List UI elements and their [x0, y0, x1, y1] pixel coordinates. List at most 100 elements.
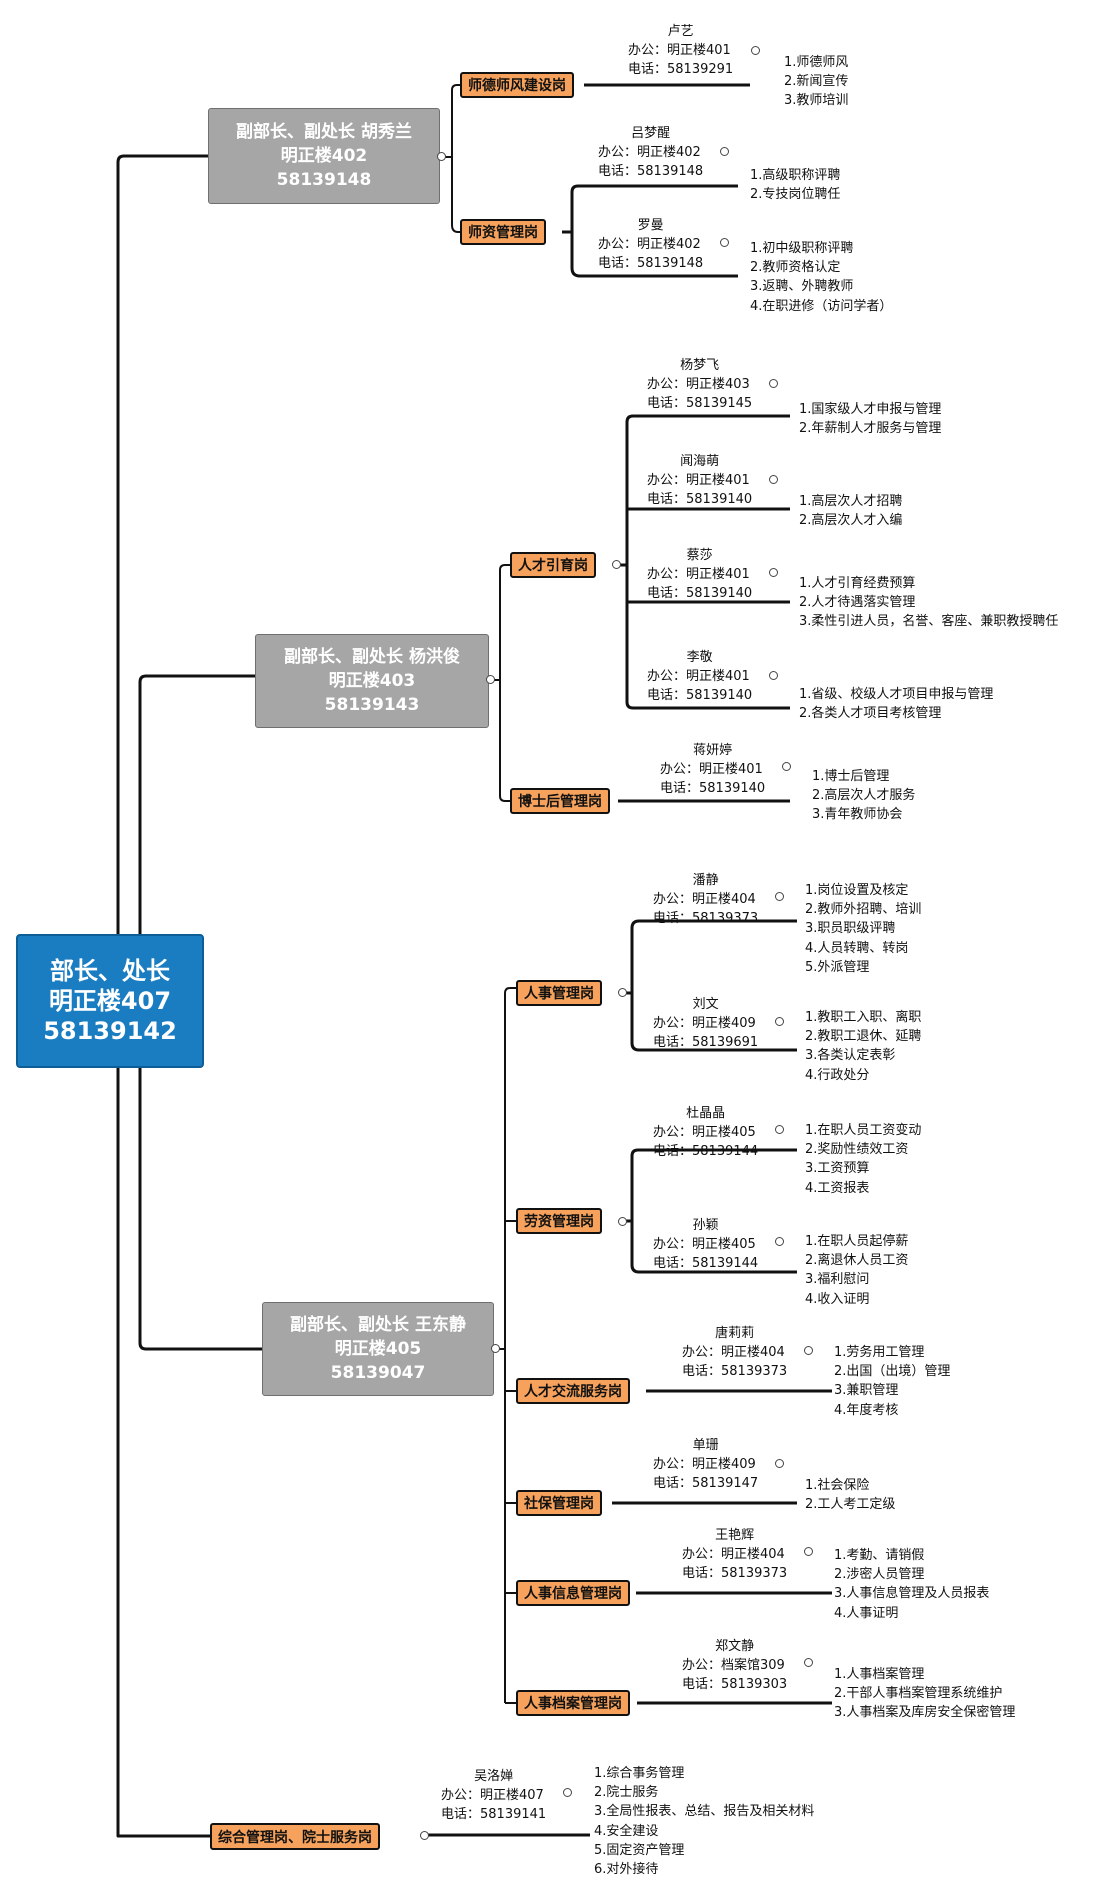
duty-item: 1.教职工入职、离职: [805, 1010, 922, 1025]
person-phone: 电话：58139144: [653, 1256, 759, 1271]
post-laozi: 劳资管理岗: [516, 1208, 602, 1234]
deputy-title: 副部长、副处长 王东静: [290, 1315, 466, 1335]
duty-item: 4.年度考核: [834, 1402, 899, 1418]
duty-item: 3.工资预算: [805, 1161, 870, 1177]
person-office: 办公：明正楼404: [682, 1547, 785, 1562]
duty-list-luoman: 1.初中级职称评聘 2.教师资格认定 3.返聘、外聘教师 4.在职进修（访问学者…: [750, 239, 892, 316]
person-phone: 电话：58139145: [647, 396, 753, 411]
person-office: 办公：明正楼401: [628, 43, 731, 58]
connector-dot: [775, 892, 784, 901]
duty-item: 2.专技岗位聘任: [750, 187, 841, 203]
connector-dot: [769, 671, 778, 680]
duty-item: 3.兼职管理: [834, 1383, 899, 1399]
person-name: 闻海萌: [680, 454, 720, 469]
duty-item: 2.新闻宣传: [784, 74, 849, 90]
connector-dot: [720, 147, 729, 156]
person-danshan: 单珊 办公：明正楼409 电话：58139147: [653, 1436, 758, 1493]
person-office: 办公：明正楼401: [647, 669, 750, 684]
person-office: 办公：明正楼407: [441, 1788, 544, 1803]
person-caisha: 蔡莎 办公：明正楼401 电话：58139140: [647, 546, 752, 603]
person-office: 办公：明正楼405: [653, 1237, 756, 1252]
duty-item: 3.福利慰问: [805, 1272, 870, 1288]
person-office: 办公：明正楼403: [647, 377, 750, 392]
person-sunying: 孙颖 办公：明正楼405 电话：58139144: [653, 1216, 758, 1273]
person-luoman: 罗曼 办公：明正楼402 电话：58139148: [598, 216, 703, 273]
connector-line: [617, 414, 790, 710]
connector-dot: [720, 238, 729, 247]
person-phone: 电话：58139373: [682, 1364, 788, 1379]
duty-item: 1.社会保险: [805, 1478, 870, 1493]
connector-line: [116, 1068, 210, 1838]
duty-item: 3.职员职级评聘: [805, 921, 896, 937]
duty-item: 2.涉密人员管理: [834, 1567, 925, 1583]
person-zhengwenjing: 郑文静 办公：档案馆309 电话：58139303: [682, 1637, 787, 1694]
duty-item: 1.劳务用工管理: [834, 1345, 925, 1360]
connector-dot: [804, 1547, 813, 1556]
duty-list-wangyanhui: 1.考勤、请销假 2.涉密人员管理 3.人事信息管理及人员报表 4.人事证明: [834, 1546, 989, 1623]
duty-item: 4.人员转聘、转岗: [805, 940, 909, 956]
person-name: 杜晶晶: [686, 1106, 726, 1121]
person-dujingjing: 杜晶晶 办公：明正楼405 电话：58139144: [653, 1104, 758, 1161]
deputy-phone: 58139143: [324, 695, 420, 715]
connector-dot: [804, 1658, 813, 1667]
connector-dot: [751, 46, 760, 55]
connector-line: [562, 184, 738, 278]
person-phone: 电话：58139691: [653, 1035, 759, 1050]
duty-item: 4.行政处分: [805, 1067, 870, 1083]
duty-item: 4.人事证明: [834, 1605, 899, 1621]
post-boshihou: 博士后管理岗: [510, 788, 610, 814]
post-shidefeng: 师德师风建设岗: [460, 72, 574, 98]
duty-item: 3.返聘、外聘教师: [750, 279, 854, 295]
person-office: 办公：明正楼404: [682, 1345, 785, 1360]
connector-dot: [769, 475, 778, 484]
duty-item: 3.柔性引进人员，名誉、客座、兼职教授聘任: [799, 614, 1059, 630]
person-wangyanhui: 王艳辉 办公：明正楼404 电话：58139373: [682, 1526, 787, 1583]
deputy-phone: 58139148: [276, 170, 372, 190]
person-office: 办公：明正楼404: [653, 892, 756, 907]
person-name: 吴洛婵: [474, 1769, 514, 1784]
post-renshidangan: 人事档案管理岗: [516, 1690, 630, 1716]
connector-dot: [775, 1459, 784, 1468]
duty-item: 3.青年教师协会: [812, 807, 903, 823]
person-office: 办公：明正楼402: [598, 237, 701, 252]
deputy-title: 副部长、副处长 胡秀兰: [236, 122, 412, 142]
person-luyi: 卢艺 办公：明正楼401 电话：58139291: [628, 22, 733, 79]
root-phone: 58139142: [43, 1017, 177, 1045]
duty-item: 3.人事档案及库房安全保密管理: [834, 1705, 1016, 1721]
connector-line: [504, 987, 516, 1703]
post-rencaiyinyu: 人才引育岗: [510, 552, 596, 578]
duty-list-sunying: 1.在职人员起停薪 2.离退休人员工资 3.福利慰问 4.收入证明: [805, 1232, 908, 1309]
person-name: 罗曼: [637, 218, 664, 233]
duty-list-liuwen: 1.教职工入职、离职 2.教职工退休、延聘 3.各类认定表彰 4.行政处分: [805, 1008, 921, 1085]
person-office: 办公：档案馆309: [682, 1658, 785, 1673]
person-phone: 电话：58139140: [647, 688, 753, 703]
person-phone: 电话：58139140: [660, 781, 766, 796]
duty-item: 1.师德师风: [784, 55, 849, 70]
person-phone: 电话：58139373: [682, 1566, 788, 1581]
connector-dot: [769, 568, 778, 577]
duty-item: 1.考勤、请销假: [834, 1548, 925, 1563]
duty-item: 1.省级、校级人才项目申报与管理: [799, 687, 994, 702]
post-renshi: 人事管理岗: [516, 980, 602, 1006]
person-name: 杨梦飞: [680, 358, 720, 373]
connector-dot: [618, 988, 627, 997]
root-node: 部长、处长 明正楼407 58139142: [16, 934, 204, 1068]
duty-item: 2.工人考工定级: [805, 1497, 896, 1513]
person-phone: 电话：58139148: [598, 164, 704, 179]
person-tanglili: 唐莉莉 办公：明正楼404 电话：58139373: [682, 1324, 787, 1381]
duty-item: 3.人事信息管理及人员报表: [834, 1586, 990, 1602]
person-phone: 电话：58139147: [653, 1476, 759, 1491]
duty-item: 2.教师资格认定: [750, 260, 841, 276]
person-name: 吕梦醒: [631, 126, 671, 141]
person-name: 王艳辉: [715, 1528, 755, 1543]
person-name: 潘静: [692, 873, 719, 888]
connector-dot: [769, 379, 778, 388]
person-office: 办公：明正楼401: [647, 473, 750, 488]
duty-item: 2.高层次人才入编: [799, 513, 903, 529]
duty-item: 1.高级职称评聘: [750, 168, 841, 183]
duty-item: 5.固定资产管理: [594, 1842, 685, 1858]
duty-item: 5.外派管理: [805, 959, 870, 975]
connector-dot: [775, 1017, 784, 1026]
duty-item: 1.国家级人才申报与管理: [799, 402, 942, 417]
